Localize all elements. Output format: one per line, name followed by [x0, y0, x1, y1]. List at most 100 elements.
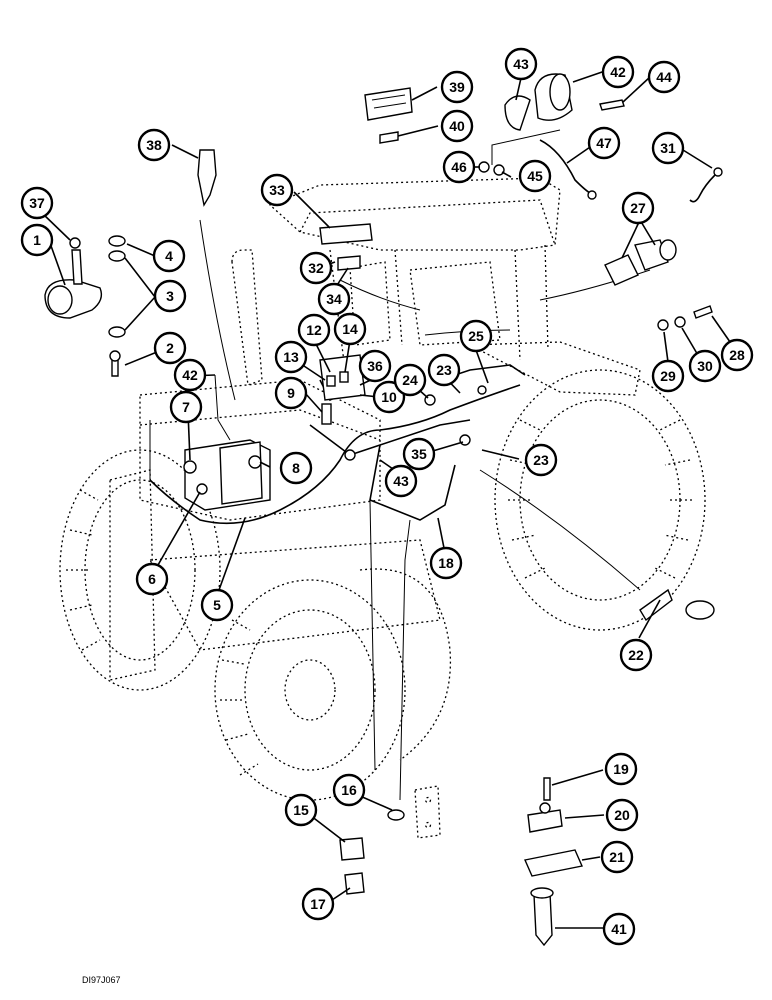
svg-text:19: 19: [613, 761, 629, 777]
svg-text:23: 23: [533, 452, 549, 468]
svg-text:5: 5: [213, 597, 221, 613]
svg-text:44: 44: [656, 69, 672, 85]
callout-33: 33: [260, 173, 294, 207]
callout-22: 22: [619, 638, 653, 672]
callout-3: 3: [153, 279, 187, 313]
svg-text:38: 38: [146, 137, 162, 153]
svg-text:12: 12: [306, 322, 322, 338]
svg-text:28: 28: [729, 347, 745, 363]
callout-30: 30: [688, 349, 722, 383]
svg-text:33: 33: [269, 182, 285, 198]
svg-text:8: 8: [292, 460, 300, 476]
callout-42b: 42: [173, 358, 207, 392]
callout-20: 20: [605, 798, 639, 832]
svg-text:2: 2: [166, 340, 174, 356]
callout-36: 36: [358, 349, 392, 383]
callout-47: 47: [587, 126, 621, 160]
svg-text:7: 7: [182, 399, 190, 415]
svg-text:42: 42: [610, 64, 626, 80]
callout-14: 14: [333, 312, 367, 346]
svg-text:32: 32: [308, 260, 324, 276]
callout-17: 17: [301, 887, 335, 921]
callout-6: 6: [135, 562, 169, 596]
callout-7: 7: [169, 390, 203, 424]
callout-19: 19: [604, 752, 638, 786]
tractor-outline: [59, 177, 706, 839]
callout-31: 31: [651, 131, 685, 165]
svg-text:45: 45: [527, 168, 543, 184]
callout-15: 15: [284, 793, 318, 827]
svg-text:9: 9: [287, 385, 295, 401]
callout-35: 35: [402, 437, 436, 471]
callout-40: 40: [440, 109, 474, 143]
callouts: 1 2 3 4 5 6 7 8 9 10 12 13 14 15 16 17 1…: [20, 47, 754, 946]
svg-text:36: 36: [367, 358, 383, 374]
callout-18: 18: [429, 546, 463, 580]
callout-5: 5: [200, 588, 234, 622]
callout-13: 13: [274, 340, 308, 374]
svg-text:41: 41: [611, 921, 627, 937]
svg-text:14: 14: [342, 321, 358, 337]
callout-43b: 43: [384, 464, 418, 498]
callout-10: 10: [372, 380, 406, 414]
svg-text:3: 3: [166, 288, 174, 304]
svg-text:46: 46: [451, 159, 467, 175]
callout-45: 45: [518, 159, 552, 193]
callout-25: 25: [459, 319, 493, 353]
svg-text:31: 31: [660, 140, 676, 156]
wiring-harness: [149, 219, 651, 801]
callout-27: 27: [621, 191, 655, 225]
callout-43a: 43: [504, 47, 538, 81]
callout-9: 9: [274, 376, 308, 410]
callout-16: 16: [332, 773, 366, 807]
svg-text:10: 10: [381, 389, 397, 405]
callout-1: 1: [20, 223, 54, 257]
callout-23b: 23: [524, 443, 558, 477]
svg-text:24: 24: [402, 372, 418, 388]
callout-28: 28: [720, 338, 754, 372]
svg-text:43: 43: [393, 473, 409, 489]
callout-41: 41: [602, 912, 636, 946]
callout-44: 44: [647, 60, 681, 94]
svg-text:4: 4: [165, 248, 173, 264]
callout-8: 8: [279, 451, 313, 485]
svg-text:20: 20: [614, 807, 630, 823]
callout-38: 38: [137, 128, 171, 162]
callout-23a: 23: [427, 353, 461, 387]
svg-text:25: 25: [468, 328, 484, 344]
svg-text:1: 1: [33, 232, 41, 248]
svg-text:6: 6: [148, 571, 156, 587]
svg-text:47: 47: [596, 135, 612, 151]
callout-34: 34: [317, 282, 351, 316]
svg-text:17: 17: [310, 896, 326, 912]
svg-text:21: 21: [609, 849, 625, 865]
svg-text:23: 23: [436, 362, 452, 378]
svg-text:42: 42: [182, 367, 198, 383]
svg-text:18: 18: [438, 555, 454, 571]
callout-42a: 42: [601, 55, 635, 89]
svg-text:15: 15: [293, 802, 309, 818]
svg-text:30: 30: [697, 358, 713, 374]
callout-12: 12: [297, 313, 331, 347]
callout-21: 21: [600, 840, 634, 874]
callout-32: 32: [299, 251, 333, 285]
callout-39: 39: [440, 70, 474, 104]
svg-text:22: 22: [628, 647, 644, 663]
svg-text:37: 37: [29, 195, 45, 211]
callout-4: 4: [152, 239, 186, 273]
svg-text:13: 13: [283, 349, 299, 365]
callout-2: 2: [153, 331, 187, 365]
callout-29: 29: [651, 359, 685, 393]
svg-text:39: 39: [449, 79, 465, 95]
svg-text:40: 40: [449, 118, 465, 134]
svg-text:34: 34: [326, 291, 342, 307]
callout-46: 46: [442, 150, 476, 184]
svg-text:29: 29: [660, 368, 676, 384]
svg-text:16: 16: [341, 782, 357, 798]
callout-37: 37: [20, 186, 54, 220]
svg-text:27: 27: [630, 200, 646, 216]
svg-text:35: 35: [411, 446, 427, 462]
callout-24: 24: [393, 363, 427, 397]
figure-reference-code: DI97J067: [82, 975, 121, 985]
